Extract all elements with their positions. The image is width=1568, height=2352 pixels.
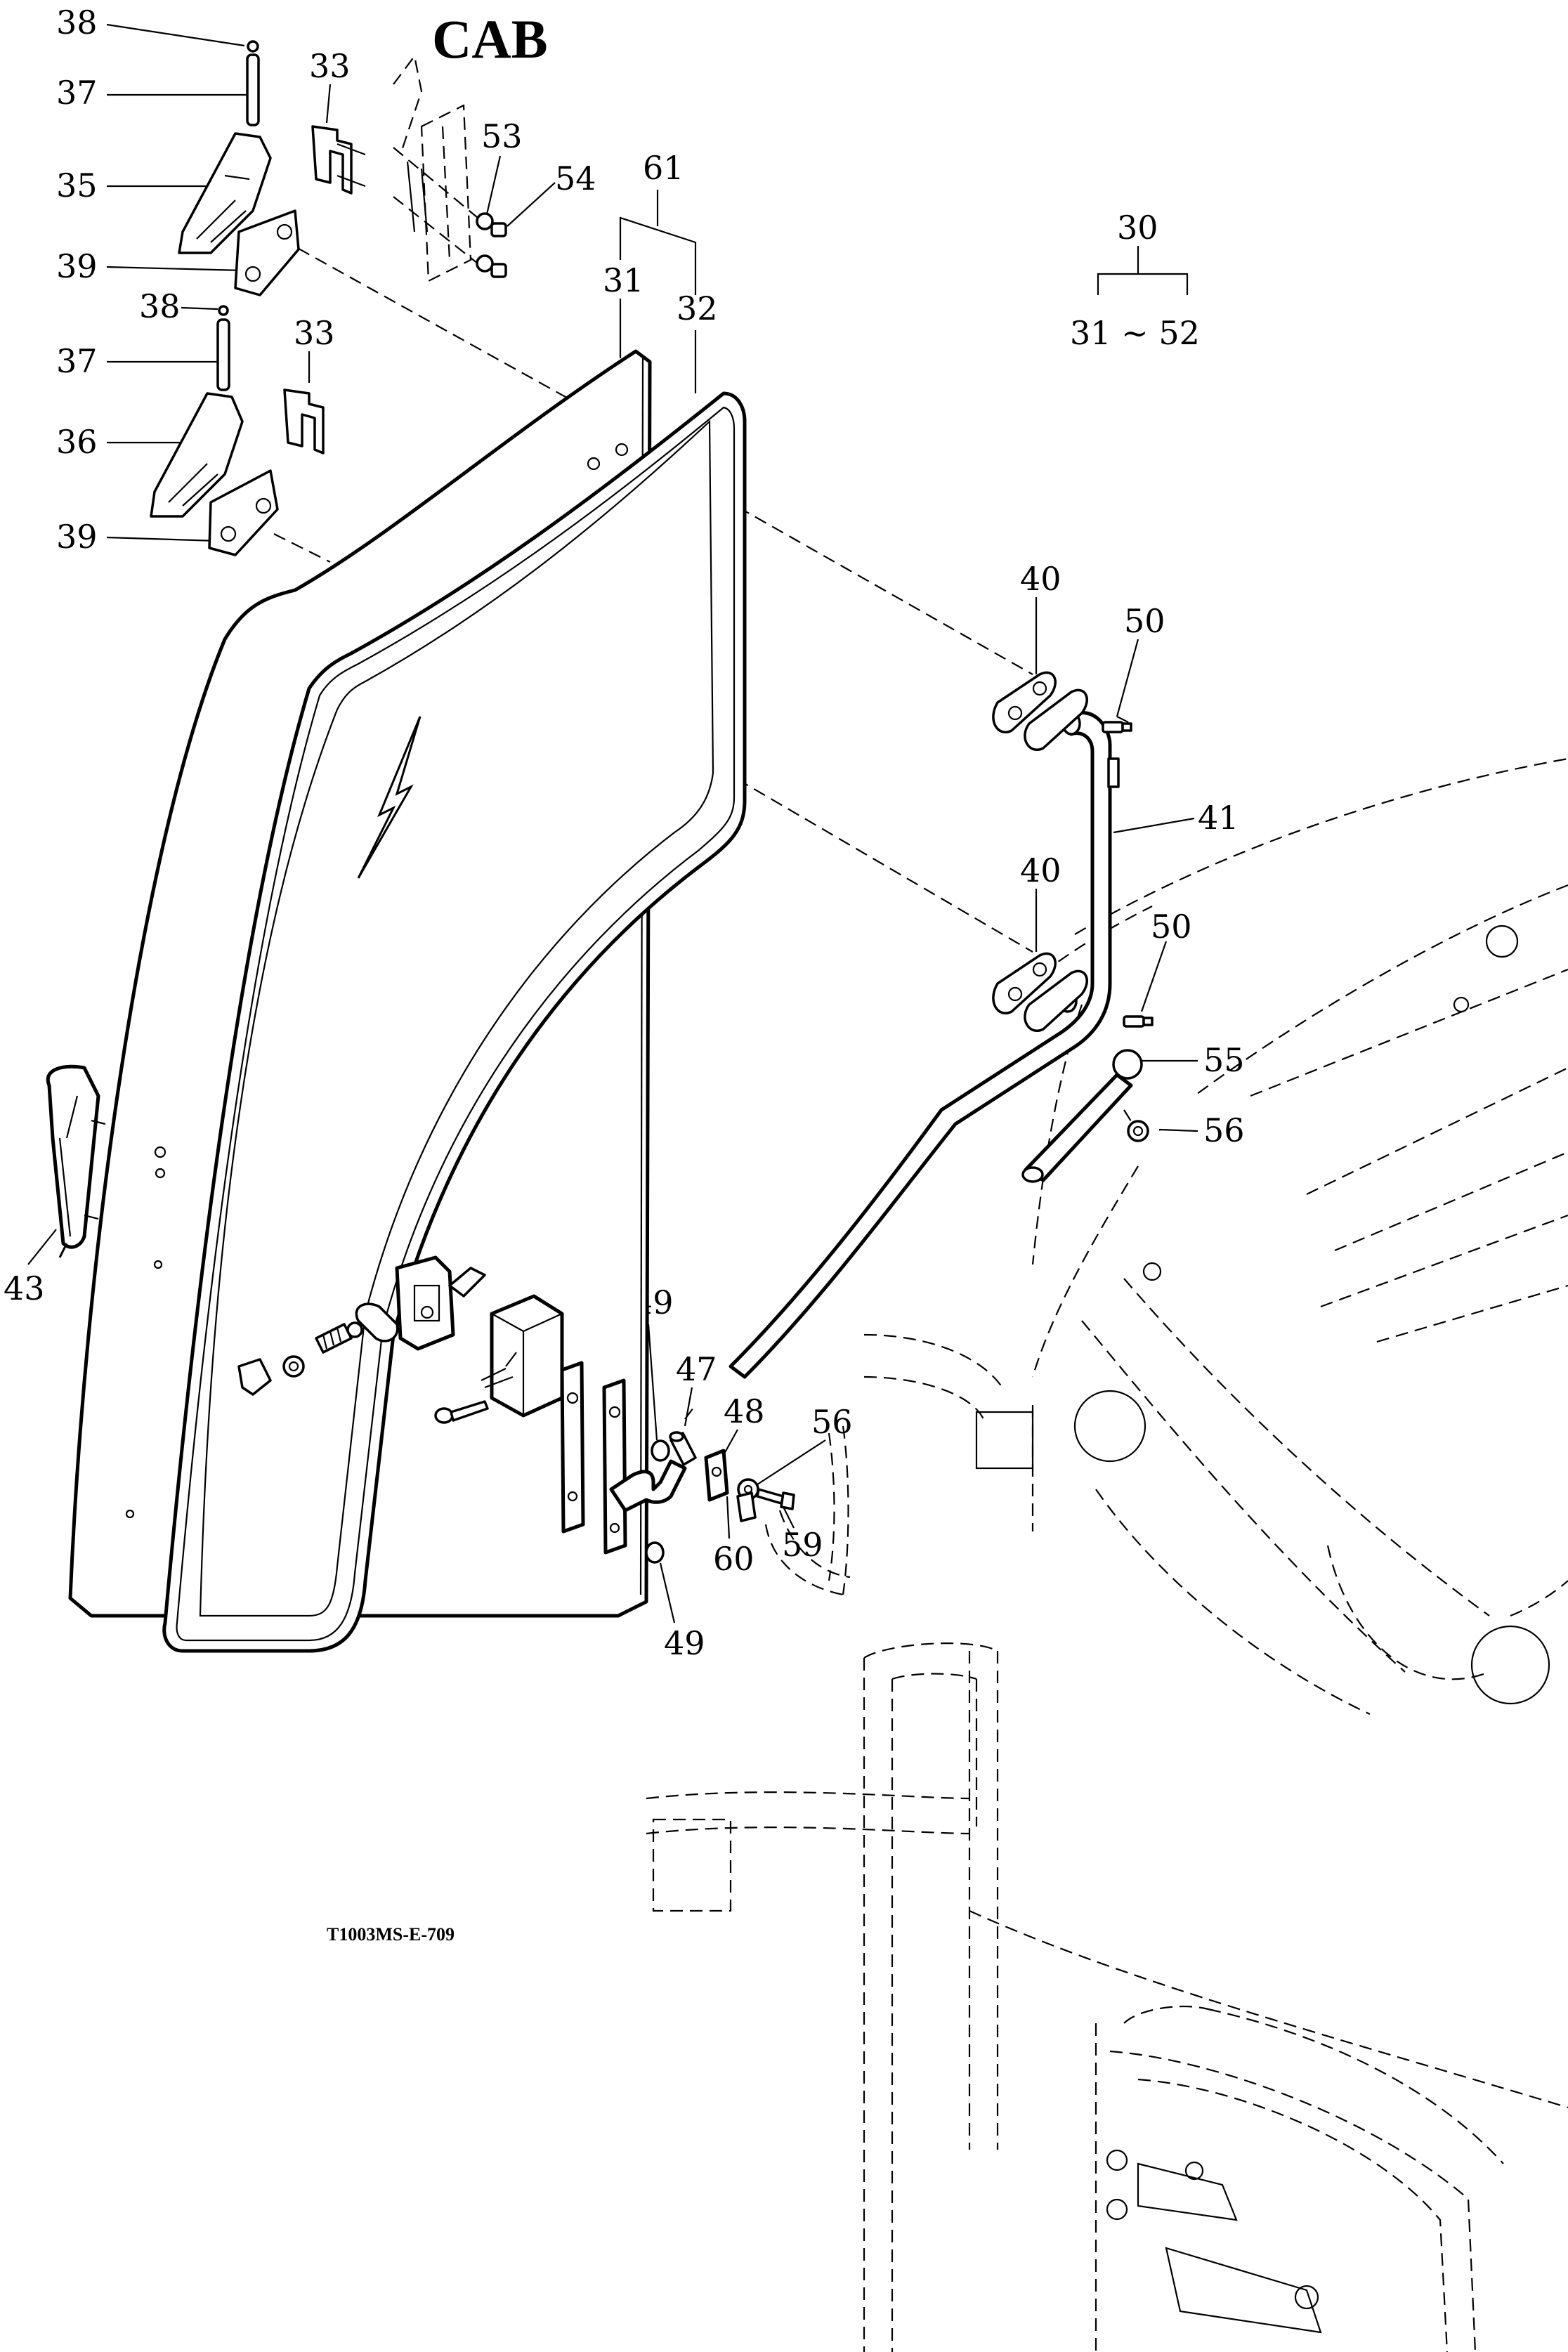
nut-49-upper	[651, 1439, 670, 1462]
callout-31-52: 31 ~ 52	[1070, 314, 1200, 352]
diagram-title: CAB	[432, 8, 548, 70]
callout-47: 47	[676, 1350, 717, 1388]
callout-55: 55	[1203, 1041, 1245, 1079]
callout-37-top: 37	[56, 74, 98, 112]
nut-49-lower	[645, 1541, 665, 1564]
callout-38-top: 38	[56, 4, 98, 41]
clip-58	[237, 1358, 272, 1396]
cab-frame-section	[393, 54, 507, 282]
callout-61: 61	[643, 149, 684, 187]
striker-plate-46	[560, 1361, 687, 1555]
spacer-washers-40	[992, 671, 1088, 1032]
lock-screw-42-02	[315, 1321, 363, 1354]
callout-35: 35	[56, 166, 98, 204]
callout-30: 30	[1117, 209, 1158, 247]
cable-run	[764, 1425, 851, 1596]
callout-39-mid: 39	[56, 518, 98, 556]
bracket-48	[704, 1449, 729, 1502]
bolt-59	[756, 1488, 795, 1510]
callout-39-top: 39	[56, 247, 98, 285]
callout-48: 48	[724, 1392, 765, 1430]
callout-40-upper: 40	[1020, 560, 1061, 598]
door-seal-32	[162, 391, 747, 1653]
cab-body-outline	[646, 757, 1568, 2352]
drawing-code: T1003MS-E-709	[327, 1924, 455, 1945]
callout-49-lower: 49	[664, 1624, 705, 1662]
callout-40-lower: 40	[1020, 851, 1061, 889]
callout-32: 32	[677, 289, 718, 327]
callout-56-lower: 56	[811, 1403, 853, 1441]
washer-53-a	[476, 212, 494, 230]
grip-handle-43	[46, 1064, 106, 1258]
door-lock-42-01	[395, 1255, 486, 1351]
callout-38-mid: 38	[139, 287, 181, 325]
callout-36: 36	[56, 423, 98, 461]
nut-54-a	[490, 222, 507, 237]
callout-41: 41	[1198, 799, 1239, 837]
upper-hinge-assembly	[178, 40, 366, 296]
callout-56-right: 56	[1203, 1111, 1245, 1149]
cab-hardware-details	[975, 925, 1550, 2334]
hinge-36	[150, 392, 244, 518]
door-handle-bar-41	[729, 711, 1120, 1379]
screw-52	[434, 1400, 489, 1424]
lower-hinge-assembly	[150, 305, 325, 556]
callout-50-lower: 50	[1151, 908, 1192, 946]
callout-50-upper: 50	[1124, 602, 1165, 640]
lock-spring-42-03	[355, 1302, 399, 1342]
callout-60: 60	[713, 1540, 754, 1578]
callout-43: 43	[4, 1269, 45, 1307]
hinge-plate-39-lower	[208, 469, 279, 556]
callout-33-mid: 33	[294, 314, 335, 352]
nut-54-b	[490, 263, 507, 278]
door-stay-55	[1021, 1049, 1143, 1183]
callout-37-mid: 37	[56, 342, 98, 380]
bushing-47	[669, 1404, 697, 1466]
hinge-plate-39-upper	[234, 209, 300, 296]
washer-57	[282, 1355, 305, 1378]
pin-clip-38-upper	[247, 40, 259, 53]
nut-56-right	[1127, 1120, 1149, 1142]
hinge-pin-37-upper	[246, 53, 260, 126]
hinge-bracket-33-lower	[283, 388, 325, 455]
washer-53-b	[476, 254, 494, 273]
callout-31: 31	[603, 261, 644, 299]
callout-33-top: 33	[309, 47, 351, 85]
glass-bolt-symbol	[357, 716, 422, 879]
collar-60	[736, 1491, 757, 1522]
callout-53: 53	[481, 117, 523, 155]
pin-clip-38-lower	[218, 305, 229, 316]
hinge-bracket-33-upper	[311, 125, 353, 195]
callout-54: 54	[555, 159, 596, 197]
hinge-35	[178, 132, 272, 254]
bolts-50	[1102, 721, 1154, 1028]
hinge-pin-37-lower	[216, 318, 230, 391]
striker-cover-51	[481, 1294, 564, 1418]
